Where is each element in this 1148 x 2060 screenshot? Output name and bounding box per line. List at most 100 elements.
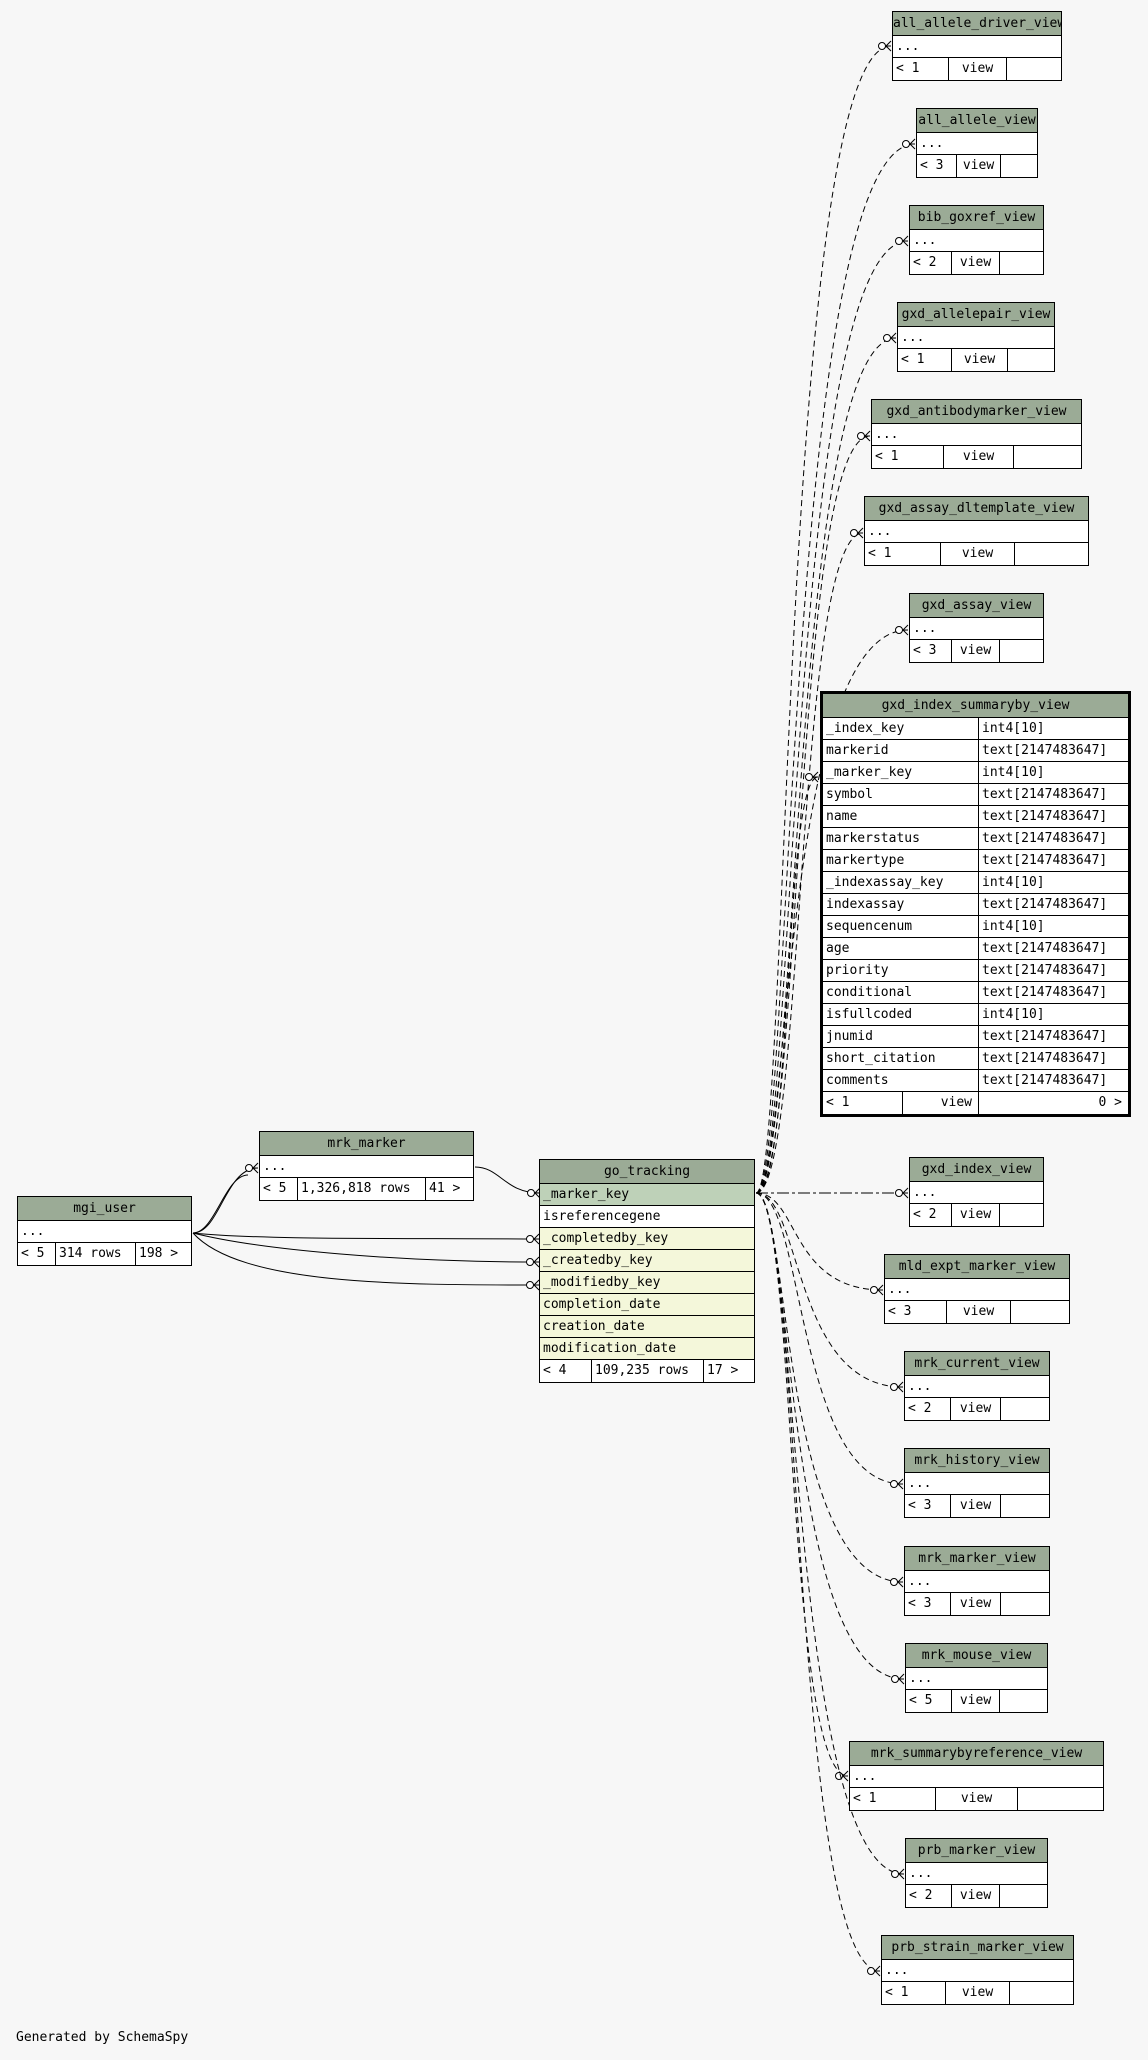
parent-count: < 1 <box>823 1092 903 1114</box>
relationship-line <box>192 1232 540 1240</box>
parent-count: < 3 <box>905 1495 951 1517</box>
column-name: name <box>823 806 979 827</box>
parent-count: < 1 <box>872 446 944 468</box>
table-row-ellipsis: ... <box>893 36 1061 58</box>
crowfoot-marker <box>891 1673 905 1685</box>
table-all-allele-view[interactable]: all_allele_view ... < 3 view <box>916 108 1038 178</box>
row-count: view <box>949 58 1007 80</box>
table-name: mrk_marker <box>260 1132 473 1156</box>
table-mrk-summarybyreference-view[interactable]: mrk_summarybyreference_view ... < 1 view <box>849 1741 1104 1811</box>
table-all-allele-driver-view[interactable]: all_allele_driver_view ... < 1 view <box>892 11 1062 81</box>
crowfoot-marker <box>878 40 892 52</box>
table-row-ellipsis: ... <box>260 1156 473 1178</box>
crowfoot-marker <box>883 332 897 344</box>
row-count: view <box>946 1982 1010 2004</box>
column-creation-date: creation_date <box>540 1316 754 1338</box>
column-name: conditional <box>823 982 979 1003</box>
crowfoot-marker <box>890 1576 904 1588</box>
relationship-line <box>192 1232 540 1263</box>
child-count <box>1001 1398 1049 1420</box>
row-count: view <box>941 543 1015 565</box>
table-mrk-marker-view[interactable]: mrk_marker_view ... < 3 view <box>904 1546 1050 1616</box>
table-footer: < 3 view <box>905 1593 1049 1615</box>
table-row-ellipsis: ... <box>910 1182 1043 1204</box>
crowfoot-marker <box>870 1284 884 1296</box>
row-count: view <box>952 349 1008 371</box>
table-mgi-user[interactable]: mgi_user ... < 5 314 rows 198 > <box>17 1196 192 1266</box>
table-gxd-assay-view[interactable]: gxd_assay_view ... < 3 view <box>909 593 1044 663</box>
column-completion-date: completion_date <box>540 1294 754 1316</box>
table-name: gxd_index_summaryby_view <box>823 694 1128 718</box>
table-mld-expt-marker-view[interactable]: mld_expt_marker_view ... < 3 view <box>884 1254 1070 1324</box>
parent-count: < 3 <box>910 640 952 662</box>
table-mrk-current-view[interactable]: mrk_current_view ... < 2 view <box>904 1351 1050 1421</box>
column-name: markerstatus <box>823 828 979 849</box>
table-bib-goxref-view[interactable]: bib_goxref_view ... < 2 view <box>909 205 1044 275</box>
table-gxd-antibodymarker-view[interactable]: gxd_antibodymarker_view ... < 1 view <box>871 399 1082 469</box>
crowfoot-marker <box>805 771 819 783</box>
table-footer: < 1 view <box>898 349 1054 371</box>
row-count: view <box>952 1885 1000 1907</box>
column-name: sequencenum <box>823 916 979 937</box>
child-count: 41 > <box>429 1181 461 1196</box>
relationship-line <box>755 1192 881 1972</box>
table-row-ellipsis: ... <box>18 1221 191 1243</box>
crowfoot-marker <box>890 1381 904 1393</box>
table-mrk-marker[interactable]: mrk_marker ... < 5 1,326,818 rows 41 > <box>259 1131 474 1201</box>
column-type: text[2147483647] <box>982 787 1108 802</box>
table-gxd-assay-dltemplate-view[interactable]: gxd_assay_dltemplate_view ... < 1 view <box>864 496 1089 566</box>
column-type: text[2147483647] <box>982 1073 1108 1088</box>
table-row-ellipsis: ... <box>917 133 1037 155</box>
table-mrk-mouse-view[interactable]: mrk_mouse_view ... < 5 view <box>905 1643 1048 1713</box>
table-gxd-index-view[interactable]: gxd_index_view ... < 2 view <box>909 1157 1044 1227</box>
column-name: comments <box>823 1070 979 1091</box>
column-name: age <box>823 938 979 959</box>
table-prb-marker-view[interactable]: prb_marker_view ... < 2 view <box>905 1838 1048 1908</box>
crowfoot-marker <box>895 235 909 247</box>
table-name: go_tracking <box>540 1160 754 1184</box>
table-row-ellipsis: ... <box>905 1473 1049 1495</box>
table-footer: < 3 view <box>885 1301 1069 1323</box>
table-name: gxd_assay_view <box>910 594 1043 618</box>
table-row-ellipsis: ... <box>872 424 1081 446</box>
crowfoot-marker <box>891 1868 905 1880</box>
child-count <box>1007 58 1061 80</box>
child-count <box>1000 252 1043 274</box>
column-name: indexassay <box>823 894 979 915</box>
row-count: view <box>903 1092 979 1114</box>
table-gxd-allelepair-view[interactable]: gxd_allelepair_view ... < 1 view <box>897 302 1055 372</box>
child-count <box>1000 1204 1043 1226</box>
column-name: symbol <box>823 784 979 805</box>
crowfoot-marker <box>245 1162 259 1174</box>
row-count: view <box>952 1204 1000 1226</box>
table-footer: < 1 view <box>865 543 1088 565</box>
table-prb-strain-marker-view[interactable]: prb_strain_marker_view ... < 1 view <box>881 1935 1074 2005</box>
table-row-ellipsis: ... <box>906 1668 1047 1690</box>
relationship-line <box>755 1192 884 1291</box>
table-footer: < 3 view <box>905 1495 1049 1517</box>
column-type: int4[10] <box>982 721 1045 736</box>
parent-count: < 5 <box>906 1690 952 1712</box>
table-name: mrk_marker_view <box>905 1547 1049 1571</box>
table-mrk-history-view[interactable]: mrk_history_view ... < 3 view <box>904 1448 1050 1518</box>
child-count <box>1001 1593 1049 1615</box>
column-type: text[2147483647] <box>982 853 1108 868</box>
table-footer: < 1 view 0 > <box>823 1092 1128 1114</box>
relationship-line <box>755 1192 904 1583</box>
table-name: gxd_assay_dltemplate_view <box>865 497 1088 521</box>
table-row-ellipsis: ... <box>905 1571 1049 1593</box>
crowfoot-marker <box>895 624 909 636</box>
relationship-line <box>192 1174 249 1234</box>
relationship-line <box>755 1192 904 1485</box>
parent-count: < 1 <box>882 1982 946 2004</box>
table-name: mgi_user <box>18 1197 191 1221</box>
